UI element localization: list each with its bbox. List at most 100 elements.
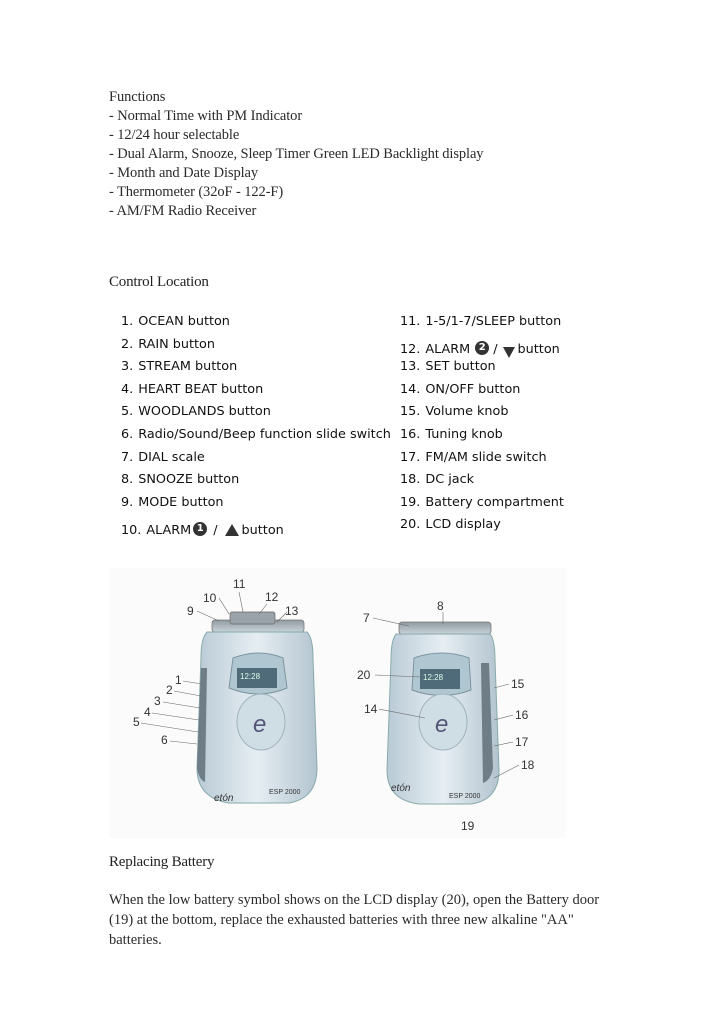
control-list-right: 11. 1-5/1-7/SLEEP button 12. ALARM 2 / bu… — [400, 313, 564, 539]
function-item: - AM/FM Radio Receiver — [109, 203, 257, 219]
control-item: 17.FM/AM slide switch — [400, 449, 564, 472]
callout-9: 9 — [187, 604, 194, 618]
control-num: 10. — [121, 522, 142, 538]
control-item: 14.ON/OFF button — [400, 381, 564, 404]
control-num: 6. — [121, 426, 134, 442]
control-num: 20. — [400, 517, 421, 533]
control-item: 5.WOODLANDS button — [121, 403, 391, 426]
control-num: 17. — [400, 449, 421, 465]
callout-labels-left: 1 2 3 4 5 6 9 10 11 12 13 — [133, 577, 299, 747]
control-item: 4.HEART BEAT button — [121, 381, 391, 404]
callout-3: 3 — [154, 694, 161, 708]
functions-title: Functions — [109, 89, 166, 105]
control-label: RAIN button — [138, 336, 215, 352]
control-label: MODE button — [138, 494, 224, 510]
callout-5: 5 — [133, 715, 140, 729]
callout-11: 11 — [233, 577, 246, 591]
callout-20: 20 — [357, 668, 371, 682]
down-arrow-icon — [502, 347, 515, 359]
control-num: 13. — [400, 359, 421, 375]
callout-19: 19 — [461, 819, 475, 833]
control-label: ALARM — [425, 342, 471, 358]
callout-14: 14 — [364, 702, 378, 716]
callout-labels-right: 7 8 14 15 16 17 18 19 20 — [357, 599, 535, 833]
control-label: FM/AM slide switch — [425, 449, 547, 465]
callout-4: 4 — [144, 705, 151, 719]
control-num: 4. — [121, 381, 134, 397]
control-num: 5. — [121, 404, 134, 420]
eton-logo: e — [253, 711, 266, 738]
control-item: 16.Tuning knob — [400, 426, 564, 449]
control-list-left: 1.OCEAN button 2.RAIN button 3.STREAM bu… — [121, 313, 391, 539]
alarm-2-icon: 2 — [475, 341, 490, 356]
control-num: 19. — [400, 494, 421, 510]
control-label: SNOOZE button — [138, 472, 240, 488]
callout-10: 10 — [203, 591, 217, 605]
control-label: Tuning knob — [425, 426, 503, 442]
control-num: 7. — [121, 449, 134, 465]
control-item: 12. ALARM 2 / button — [400, 336, 564, 359]
control-label: button — [241, 522, 284, 538]
control-separator: / — [213, 522, 218, 538]
control-item: 13.SET button — [400, 358, 564, 381]
control-item: 11. 1-5/1-7/SLEEP button — [400, 313, 564, 336]
function-item: - 12/24 hour selectable — [109, 127, 240, 143]
device-right-view: 12:28 e etón ESP 2000 7 8 14 15 16 17 18… — [357, 599, 535, 833]
control-label: HEART BEAT button — [138, 381, 264, 397]
callout-16: 16 — [515, 708, 529, 722]
control-item: 8.SNOOZE button — [121, 471, 391, 494]
control-item: 9.MODE button — [121, 494, 391, 517]
callout-17: 17 — [515, 735, 529, 749]
control-item: 3.STREAM button — [121, 358, 391, 381]
control-location-title: Control Location — [109, 274, 209, 290]
control-label: SET button — [425, 359, 496, 375]
model-label: ESP 2000 — [269, 789, 301, 796]
callout-6: 6 — [161, 733, 168, 747]
control-item: 6.Radio/Sound/Beep function slide switch — [121, 426, 391, 449]
brand-label: etón — [214, 793, 234, 804]
control-label: STREAM button — [138, 359, 238, 375]
control-num: 16. — [400, 426, 421, 442]
alarm-1-icon: 1 — [193, 521, 208, 536]
control-label: Radio/Sound/Beep function slide switch — [138, 426, 391, 442]
control-num: 11. — [400, 314, 421, 329]
eton-logo: e — [435, 711, 448, 738]
control-num: 14. — [400, 381, 421, 397]
control-item: 2.RAIN button — [121, 336, 391, 359]
functions-section: Functions - Normal Time with PM Indicato… — [109, 88, 669, 221]
control-label: 1-5/1-7/SLEEP button — [425, 314, 562, 329]
function-item: - Normal Time with PM Indicator — [109, 108, 303, 124]
lcd-readout: 12:28 — [240, 672, 261, 681]
control-num: 8. — [121, 472, 134, 488]
callout-2: 2 — [166, 683, 173, 697]
control-label: Battery compartment — [425, 494, 564, 510]
control-item: 1.OCEAN button — [121, 313, 391, 336]
function-item: - Dual Alarm, Snooze, Sleep Timer Green … — [109, 146, 484, 162]
control-item: 7.DIAL scale — [121, 449, 391, 472]
device-figure: 12:28 e etón ESP 2000 1 2 3 4 5 6 9 10 1… — [109, 568, 566, 838]
up-arrow-icon — [224, 523, 239, 536]
control-label: ON/OFF button — [425, 381, 521, 397]
control-item: 19.Battery compartment — [400, 494, 564, 517]
control-label: Volume knob — [425, 404, 509, 420]
control-separator: / — [493, 342, 498, 358]
control-num: 15. — [400, 404, 421, 420]
control-label: button — [517, 342, 560, 358]
callout-8: 8 — [437, 599, 444, 613]
callout-15: 15 — [511, 677, 525, 691]
model-label: ESP 2000 — [449, 793, 481, 800]
control-num: 12. — [400, 342, 421, 358]
callout-13: 13 — [285, 604, 299, 618]
control-num: 18. — [400, 472, 421, 488]
control-label: WOODLANDS button — [138, 404, 271, 420]
callout-12: 12 — [265, 590, 279, 604]
control-label: DC jack — [425, 472, 475, 488]
control-item: 18.DC jack — [400, 471, 564, 494]
battery-title: Replacing Battery — [109, 854, 215, 870]
callout-leaders-right — [372, 612, 520, 779]
device-illustration: 12:28 e etón ESP 2000 1 2 3 4 5 6 9 10 1… — [133, 577, 535, 833]
control-item: 10. ALARM 1 / button — [121, 516, 391, 539]
battery-instructions: When the low battery symbol shows on the… — [109, 892, 600, 948]
function-item: - Thermometer (32oF - 122-F) — [109, 184, 284, 200]
device-left-view: 12:28 e etón ESP 2000 1 2 3 4 5 6 9 10 1… — [133, 577, 318, 804]
